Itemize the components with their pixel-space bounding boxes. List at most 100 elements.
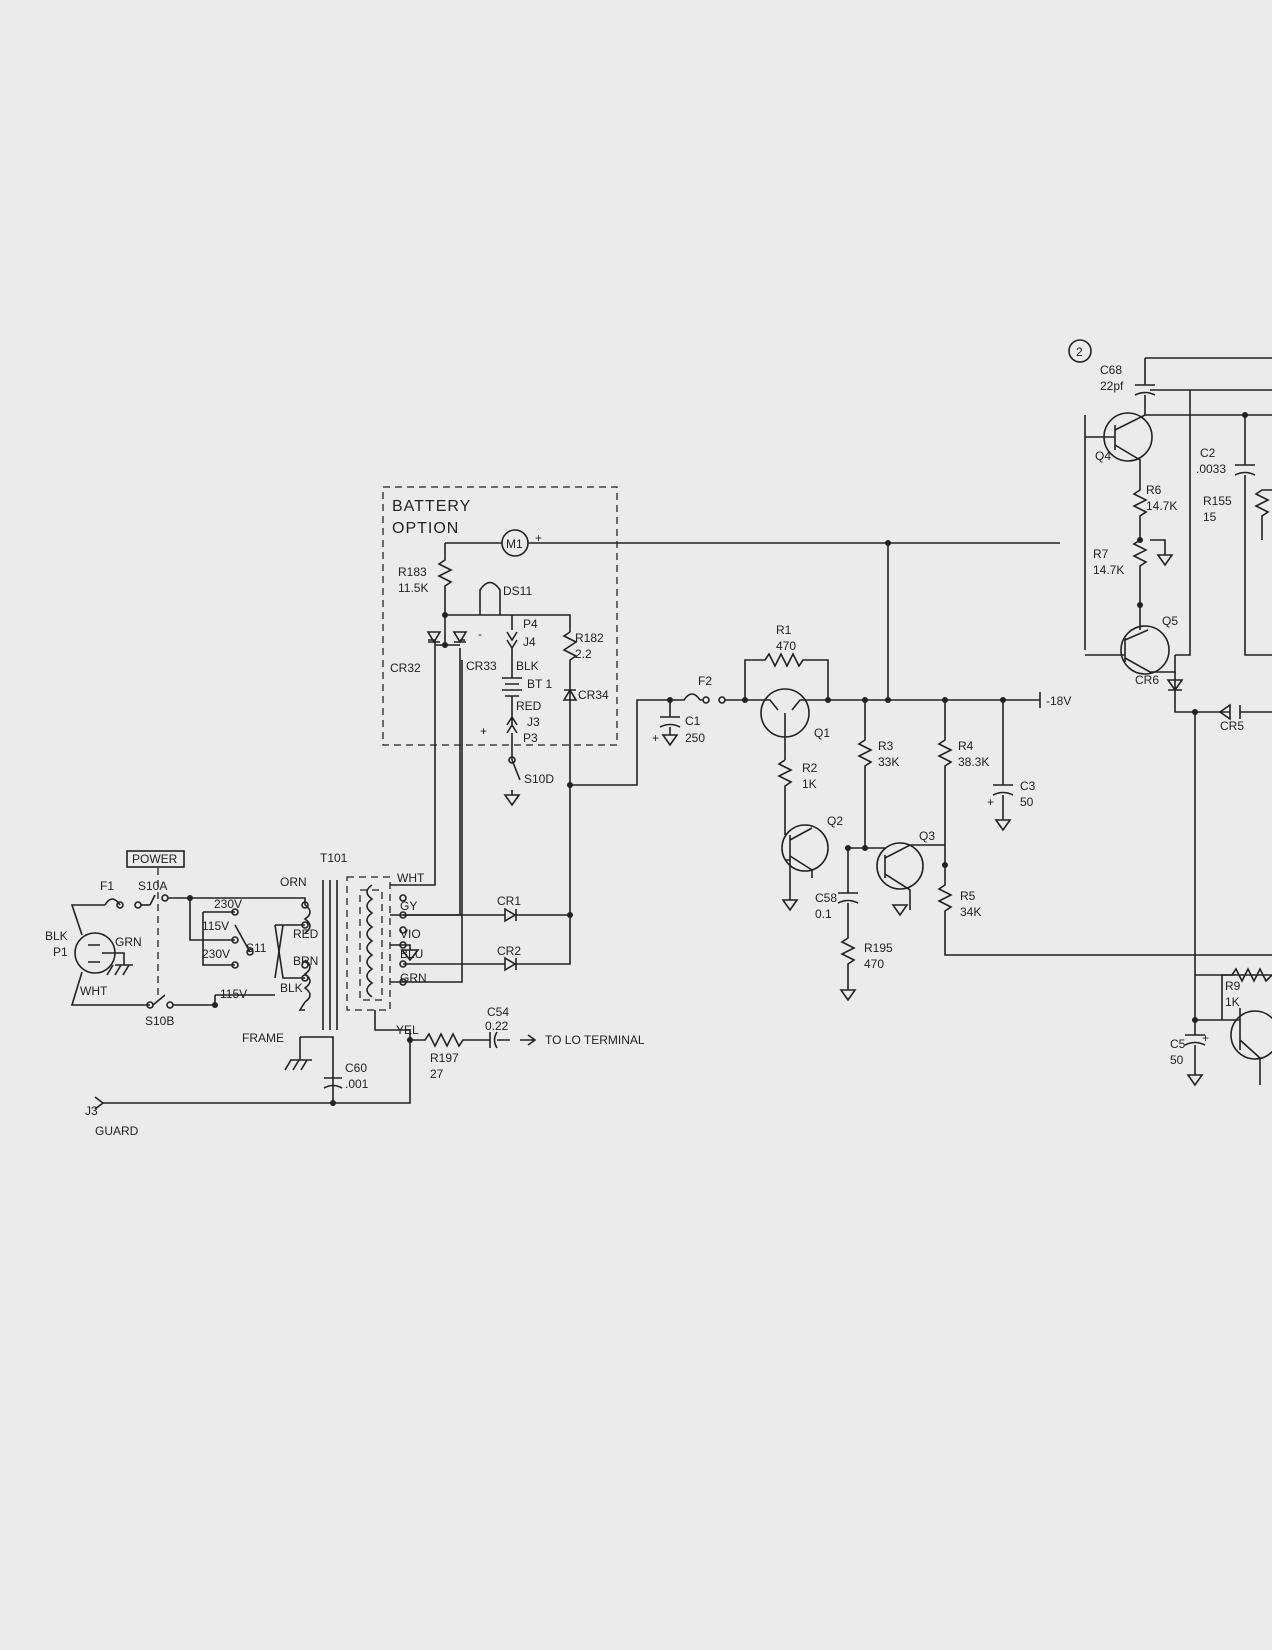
- label-yel: YEL: [396, 1023, 419, 1037]
- label-c1: C1: [685, 714, 701, 728]
- label-r155-value: 15: [1203, 510, 1217, 524]
- label-j3-guard: J3: [85, 1104, 98, 1118]
- label-115v-a: 115V: [202, 919, 229, 933]
- label-vio: VIO: [400, 927, 421, 941]
- label-bt-minus: -: [478, 627, 482, 641]
- label-c60-value: .001: [345, 1077, 369, 1091]
- power-label: POWER: [132, 852, 178, 866]
- label-c60: C60: [345, 1061, 367, 1075]
- label-s11: S11: [246, 941, 267, 955]
- label-c3-value: 50: [1020, 795, 1034, 809]
- battery-option: [382, 486, 888, 807]
- label-f1: F1: [100, 879, 114, 893]
- label-c5: C5: [1170, 1037, 1186, 1051]
- label-cr6: CR6: [1135, 673, 1159, 687]
- label-gy: GY: [400, 899, 417, 913]
- battery-title-line2: OPTION: [392, 520, 459, 537]
- label-red: RED: [293, 927, 319, 941]
- labels: BATTERY OPTION POWER 2 TO LO TERMINAL F1…: [45, 345, 1244, 1138]
- label-c54: C54: [487, 1005, 509, 1019]
- label-r182: R182: [575, 631, 604, 645]
- label-r3-value: 33K: [878, 755, 899, 769]
- label-ds11: DS11: [503, 584, 532, 598]
- label-brn: BRN: [293, 954, 318, 968]
- marker-2: [1068, 339, 1092, 363]
- label-q2: Q2: [827, 814, 843, 828]
- label-s10d: S10D: [524, 772, 554, 786]
- label-red-b: RED: [516, 699, 542, 713]
- label-r4: R4: [958, 739, 974, 753]
- label-cr32: CR32: [390, 661, 421, 675]
- label-c3: C3: [1020, 779, 1036, 793]
- label-q1: Q1: [814, 726, 830, 740]
- label-blk-t: BLK: [280, 981, 303, 995]
- label-orn: ORN: [280, 875, 307, 889]
- label-115v-b: 115V: [220, 987, 247, 1001]
- label-r1-value: 470: [776, 639, 796, 653]
- power-input: [70, 850, 311, 1011]
- label-f2: F2: [698, 674, 712, 688]
- label-wht-p1: WHT: [80, 984, 108, 998]
- label-r195-value: 470: [864, 957, 884, 971]
- label-c58-value: 0.1: [815, 907, 832, 921]
- label-cr33: CR33: [466, 659, 497, 673]
- label-r7-value: 14.7K: [1093, 563, 1124, 577]
- label-c2-value: .0033: [1196, 462, 1226, 476]
- label-c3-plus: +: [987, 795, 994, 809]
- label-blk-b: BLK: [516, 659, 539, 673]
- label-frame: FRAME: [242, 1031, 284, 1045]
- label-c68: C68: [1100, 363, 1122, 377]
- label-r183: R183: [398, 565, 427, 579]
- transformer-t101: [94, 640, 573, 1110]
- label-neg18v: -18V: [1046, 694, 1071, 708]
- label-r6-value: 14.7K: [1146, 499, 1177, 513]
- label-guard: GUARD: [95, 1124, 139, 1138]
- label-r5: R5: [960, 889, 976, 903]
- label-s10b: S10B: [145, 1014, 174, 1028]
- marker-2-label: 2: [1076, 345, 1083, 359]
- label-r1: R1: [776, 623, 792, 637]
- label-230v-b: 230V: [202, 947, 230, 961]
- label-r9-value: 1K: [1225, 995, 1240, 1009]
- label-cr1: CR1: [497, 894, 521, 908]
- label-r6: R6: [1146, 483, 1162, 497]
- label-r2-value: 1K: [802, 777, 817, 791]
- label-r7: R7: [1093, 547, 1109, 561]
- label-q4: Q4: [1095, 449, 1111, 463]
- label-p4: P4: [523, 617, 538, 631]
- label-c2: C2: [1200, 446, 1216, 460]
- battery-title-line1: BATTERY: [392, 498, 471, 515]
- label-m1-plus: +: [535, 531, 542, 545]
- label-s10a: S10A: [138, 879, 167, 893]
- label-cr2: CR2: [497, 944, 521, 958]
- label-r182-value: 2.2: [575, 647, 592, 661]
- label-p1: P1: [53, 945, 68, 959]
- label-r155: R155: [1203, 494, 1232, 508]
- label-m1-minus: -: [483, 535, 487, 549]
- label-r2: R2: [802, 761, 818, 775]
- label-j3-b: J3: [527, 715, 540, 729]
- label-grn-p1: GRN: [115, 935, 142, 949]
- label-j4: J4: [523, 635, 536, 649]
- label-blu: BLU: [400, 947, 423, 961]
- label-r5-value: 34K: [960, 905, 981, 919]
- label-q5: Q5: [1162, 614, 1178, 628]
- label-r183-value: 11.5K: [398, 581, 428, 595]
- label-m1: M1: [506, 537, 523, 551]
- label-r195: R195: [864, 941, 893, 955]
- label-grn-t: GRN: [400, 971, 427, 985]
- to-lo-terminal-label: TO LO TERMINAL: [545, 1033, 645, 1047]
- regulator: [659, 339, 1272, 1087]
- label-bt1: BT 1: [527, 677, 552, 691]
- label-p3: P3: [523, 731, 538, 745]
- label-wht-t: WHT: [397, 871, 425, 885]
- label-r4-value: 38.3K: [958, 755, 989, 769]
- label-r197-value: 27: [430, 1067, 444, 1081]
- label-t101: T101: [320, 851, 348, 865]
- label-blk-p1: BLK: [45, 929, 68, 943]
- label-cr34: CR34: [578, 688, 609, 702]
- label-bt-plus: +: [480, 724, 487, 738]
- label-r3: R3: [878, 739, 894, 753]
